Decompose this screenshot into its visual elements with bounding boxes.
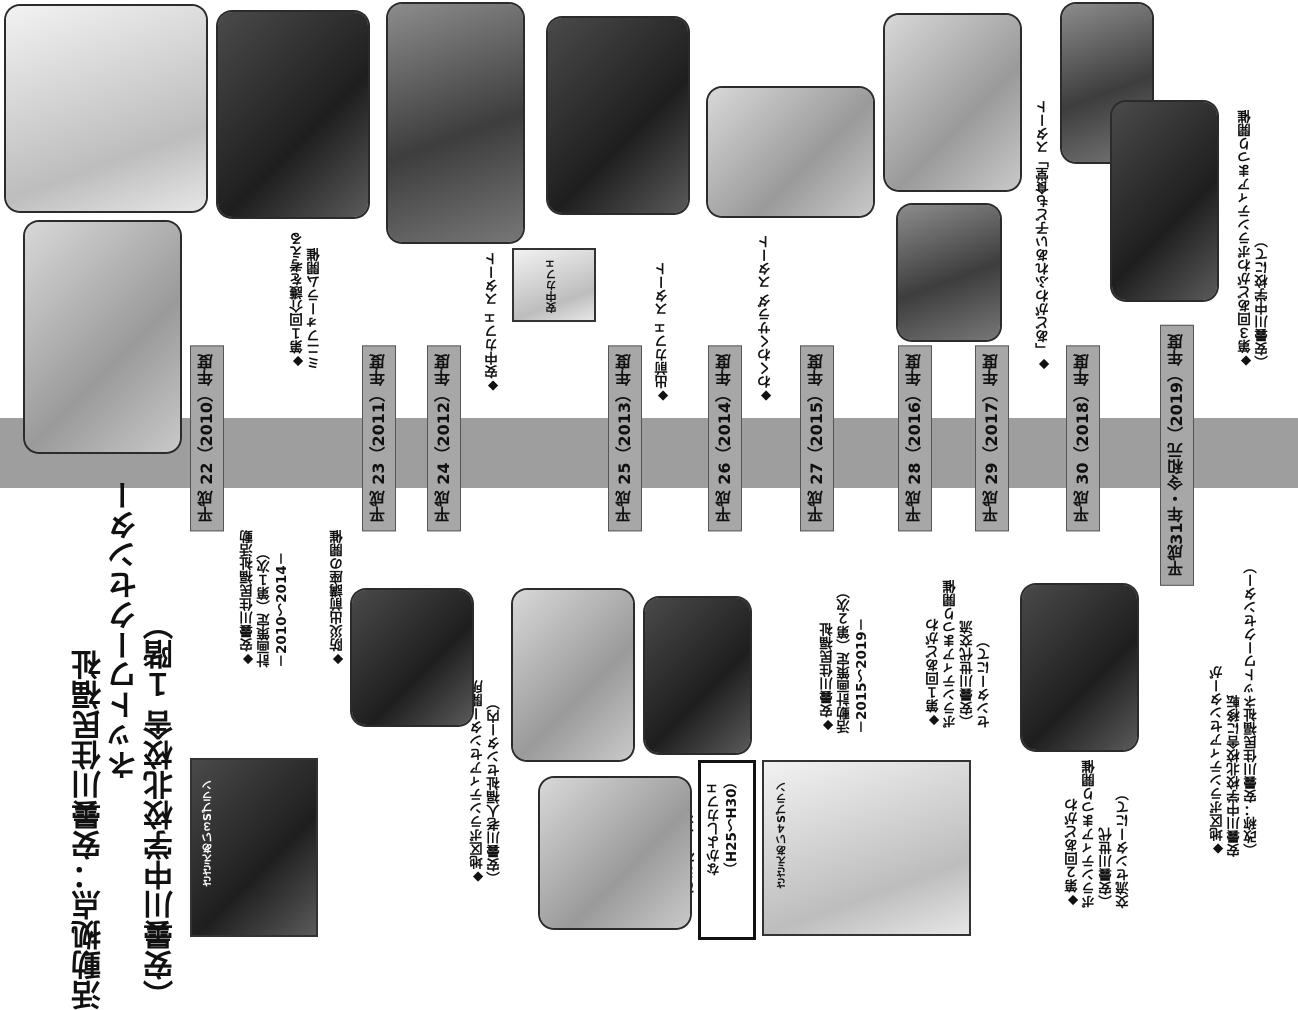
year-2011: 平成 23（2011）年度 <box>362 345 396 532</box>
nakayoshi-cafe-box: なかよしカフェ（H25～H30） <box>698 760 756 940</box>
photo-kodomo-shokudo <box>885 15 1020 190</box>
photo-himawari <box>645 598 750 753</box>
year-2019: 平成31年・令和元（2019）年度 <box>1160 325 1194 586</box>
plan-4s-booklet: ささえあい４Sプラン <box>762 760 971 936</box>
event-demae-cafe: ◆出前カフェ スタート <box>655 262 671 405</box>
event-matsuri-3: ◆第３回あどがわボランティアまつり開催（安曇川中学校にて） <box>1238 110 1271 369</box>
event-plan-1: ◆安曇川住民福祉活動計画策定（第１次）－2010～2014－ <box>240 530 290 668</box>
photo-wakuwaku-salad <box>708 88 873 216</box>
event-wakuwaku: ◆わくわくサラダ スタート <box>758 235 774 405</box>
photo-anchu-cafe <box>388 4 523 242</box>
page-title: 活動拠点：安曇川住民福祉 ネットワークセンター （安曇川中学校北校舎 １階） <box>72 480 180 1010</box>
photo-mini-forum <box>218 12 368 217</box>
photo-volunteer-center <box>513 590 633 760</box>
event-bousai: ◆防災出前講座の開催 <box>330 530 346 668</box>
event-matsuri-2: ◆第２回あどがわボランティアまつり開催（安曇川世代交流センターにて） <box>1065 760 1132 909</box>
photo-bousai <box>352 590 472 725</box>
plan-3s-booklet: ささえあい３Sプラン <box>190 758 318 937</box>
year-2013: 平成 25（2013）年度 <box>608 345 642 532</box>
photo-demae-cafe <box>548 18 688 213</box>
photo-nakayoshi <box>540 778 690 928</box>
photo-matsuri-2018 <box>1022 585 1137 750</box>
event-matsuri-1: ◆第１回あどがわボランティアまつり開催（安曇川世代交流センターにて） <box>926 580 993 729</box>
photo-matsuri-2016 <box>898 205 1000 340</box>
photo-center-entrance <box>6 6 206 211</box>
anchu-cafe-sign: 安中カフェ <box>512 248 596 322</box>
photo-matsuri-3-b <box>1112 102 1217 300</box>
year-2010: 平成 22（2010）年度 <box>190 345 224 532</box>
title-line-1: 活動拠点：安曇川住民福祉 <box>72 650 107 1010</box>
event-anchu-cafe: ◆安中カフェ スタート <box>485 252 501 395</box>
event-center-move: ◆地区ボランティアセンターが安曇川中学校北校舎に移転（改称：安曇川住民福祉ネット… <box>1210 560 1260 857</box>
year-2014: 平成 26（2014）年度 <box>708 345 742 532</box>
event-plan-2: ◆安曇川住民福祉活動計画策定（第２次）－2015～2019－ <box>820 585 870 734</box>
year-2018: 平成 30（2018）年度 <box>1066 345 1100 532</box>
year-2017: 平成 29（2017）年度 <box>975 345 1009 532</box>
year-2012: 平成 24（2012）年度 <box>427 345 461 532</box>
title-line-2: ネットワークセンター <box>108 480 143 780</box>
photo-building-exterior <box>25 222 180 452</box>
event-kodomo: ◆「あどがわふれあい子ども食堂」スタート <box>1036 100 1052 373</box>
year-2016: 平成 28（2016）年度 <box>898 345 932 532</box>
event-volunteer-center: ◆地区ボランティアセンター開所（安曇川老人福祉センター内） <box>470 680 503 885</box>
year-2015: 平成 27（2015）年度 <box>800 345 834 532</box>
title-line-3: （安曇川中学校北校舎 １階） <box>144 609 179 1010</box>
event-forum: ◆第１回介護を考えるミニフォーラム開催 <box>290 232 323 370</box>
